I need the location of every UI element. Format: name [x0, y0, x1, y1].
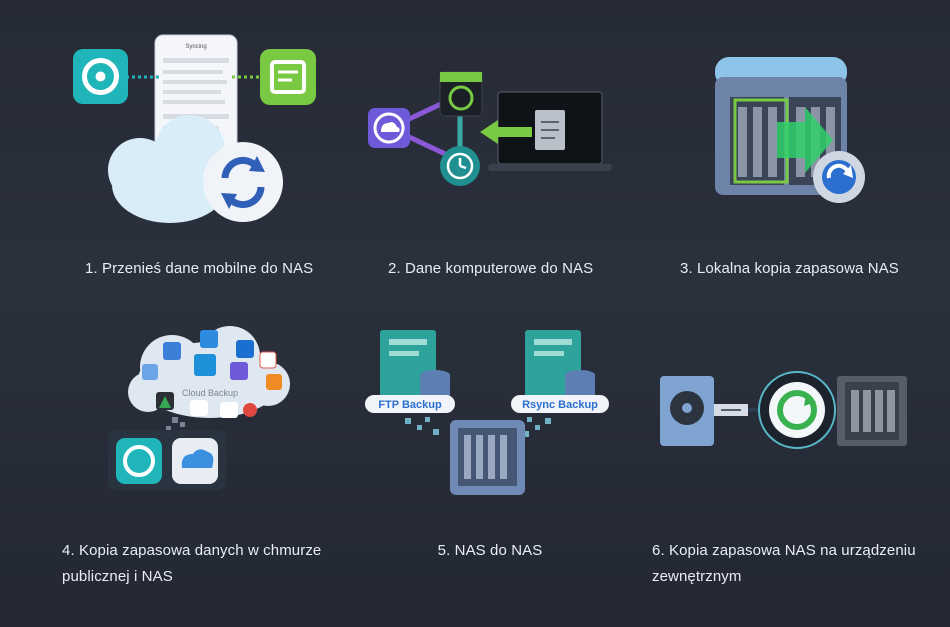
cloud-backup-icon [368, 108, 410, 148]
rsync-server-icon [525, 330, 595, 402]
illustration-nas-to-external [655, 368, 915, 453]
cloud-service-icons [142, 330, 282, 418]
ftp-backup-label: FTP Backup [378, 399, 442, 411]
drive-sync-icon [439, 71, 483, 117]
caption-5: 5. NAS do NAS [437, 542, 543, 559]
external-drive-icon [660, 376, 714, 446]
illustration-local-nas-backup [705, 52, 875, 212]
clock-icon [440, 146, 480, 186]
caption-4: 4. Kopia zapasowa danych w chmurze publi… [62, 542, 322, 585]
green-app-icon [260, 49, 316, 105]
illustration-computer-to-nas [360, 60, 620, 200]
cloud-backup-label: Cloud Backup [182, 388, 238, 398]
illustration-nas-to-nas: FTP Backup Rsync Backup [365, 325, 615, 500]
illustration-cloud-backup: Cloud Backup [100, 322, 300, 492]
ftp-server-icon [380, 330, 450, 402]
copy-arrow-icon [777, 107, 833, 173]
hybrid-backup-icon [116, 438, 162, 484]
phone-header-text: Syncing [185, 44, 206, 50]
refresh-icon [813, 151, 865, 203]
caption-3: 3. Lokalna kopia zapasowa NAS [680, 260, 899, 277]
cloud-sync-icon [172, 438, 218, 484]
cloud-icon [108, 115, 250, 223]
nas-icon [450, 420, 525, 495]
caption-1: 1. Przenieś dane mobilne do NAS [85, 260, 314, 277]
transfer-arrow-icon [480, 120, 532, 144]
caption-2: 2. Dane komputerowe do NAS [388, 260, 594, 277]
laptop-icon [488, 91, 612, 171]
caption-6: 6. Kopia zapasowa NAS na urządzeniu zewn… [652, 542, 916, 585]
rsync-backup-label: Rsync Backup [522, 399, 598, 411]
nas-device-icon [837, 376, 907, 446]
sync-icon [203, 142, 283, 222]
teal-app-icon [73, 49, 128, 104]
sync-circle-icon [758, 371, 836, 449]
illustration-mobile-to-nas: Syncing [60, 30, 330, 230]
